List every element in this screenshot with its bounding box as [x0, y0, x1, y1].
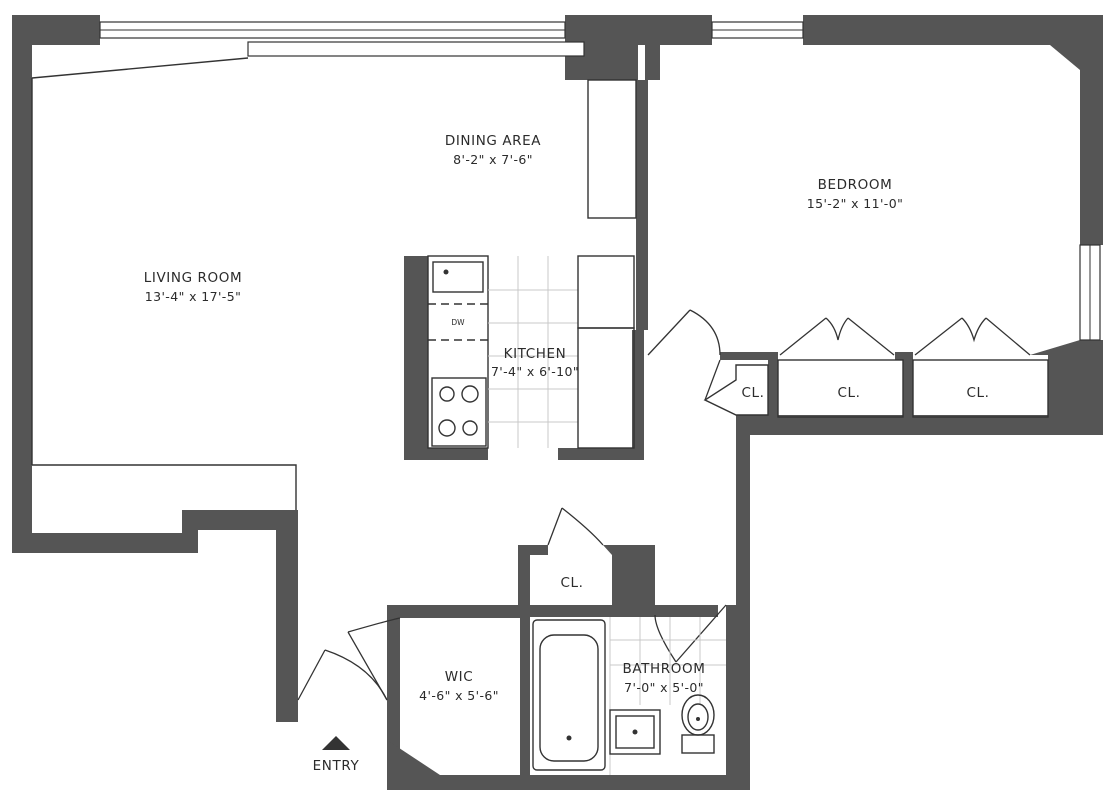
walls [12, 15, 1103, 790]
wic-name: WIC [445, 669, 474, 685]
bathtub [532, 619, 606, 771]
bathroom-sink [609, 709, 661, 755]
bedroom-dims: 15'-2" x 11'-0" [807, 196, 903, 211]
living-room-dims: 13'-4" x 17'-5" [145, 289, 241, 304]
closet-label-2: CL. [837, 385, 860, 401]
sink [432, 261, 484, 293]
closet-label-4: CL. [560, 575, 583, 591]
kitchen-dims: 7'-4" x 6'-10" [491, 364, 579, 379]
doors [297, 309, 727, 701]
windows [99, 21, 1101, 341]
closet-label-1: CL. [741, 385, 764, 401]
stove [431, 377, 487, 447]
bedroom-name: BEDROOM [818, 177, 893, 193]
bathroom-fixtures [532, 617, 726, 775]
dishwasher-label: DW [451, 318, 465, 327]
bathroom-dims: 7'-0" x 5'-0" [624, 680, 704, 695]
labels: DINING AREA 8'-2" x 7'-6" BEDROOM 15'-2"… [144, 133, 989, 774]
kitchen-name: KITCHEN [504, 346, 567, 362]
entry-label: ENTRY [313, 758, 360, 774]
closet-label-3: CL. [966, 385, 989, 401]
bedroom-closets [703, 317, 1049, 418]
dining-area-name: DINING AREA [445, 133, 541, 149]
wic-dims: 4'-6" x 5'-6" [419, 688, 499, 703]
bathroom-name: BATHROOM [623, 661, 706, 677]
dining-built-in [587, 79, 637, 219]
living-room-name: LIVING ROOM [144, 270, 242, 286]
toilet [681, 734, 715, 754]
dining-area-dims: 8'-2" x 7'-6" [453, 152, 533, 167]
kitchen-area: DW [427, 255, 635, 449]
entry-arrow-icon [322, 736, 350, 750]
living-room-outline [31, 57, 297, 510]
